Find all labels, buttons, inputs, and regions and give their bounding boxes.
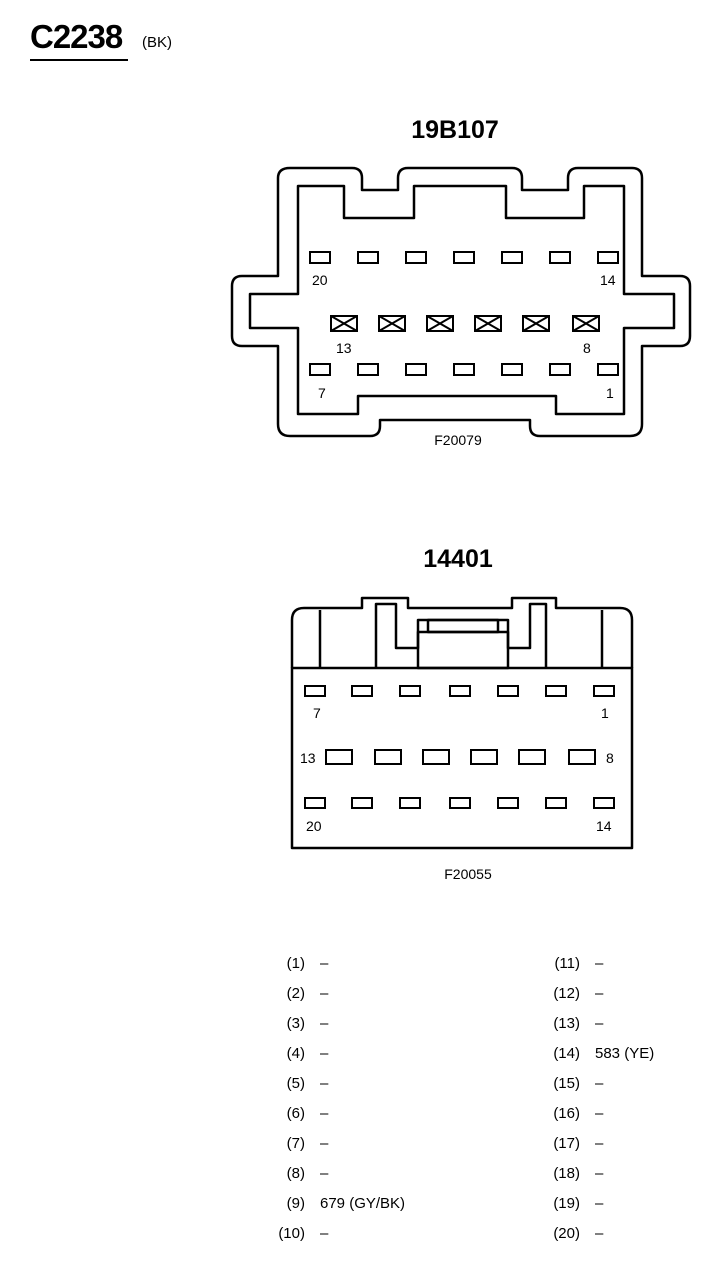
circuit-value: – (595, 1075, 604, 1092)
circuit-value: – (320, 1165, 329, 1182)
pin-number: (3) (286, 1015, 305, 1032)
pin-label: 8 (583, 340, 591, 356)
pinout-row: (3)– (260, 1015, 329, 1035)
pin-label: 13 (336, 340, 352, 356)
figure-id-top: F20079 (434, 432, 482, 448)
circuit-value: – (320, 1045, 329, 1062)
pinout-row: (17)– (535, 1135, 603, 1155)
latch-block (416, 630, 510, 670)
pin-label: 14 (600, 272, 616, 288)
connector-14401-body (290, 596, 634, 850)
circuit-value: – (595, 955, 604, 972)
pinout-row: (19)– (535, 1195, 603, 1215)
circuit-value: – (320, 1015, 329, 1032)
pin-number: (16) (553, 1105, 580, 1122)
pinout-row: (11)– (535, 955, 603, 975)
pins-middle-row-14401 (325, 749, 596, 765)
pinout-row: (12)– (535, 985, 603, 1005)
pins-top-row-14401 (304, 685, 615, 697)
pin-number: (12) (553, 985, 580, 1002)
pin-label: 1 (601, 705, 609, 721)
pin-label: 7 (318, 385, 326, 401)
pin-number: (10) (278, 1225, 305, 1242)
pins-middle-row-19B107 (330, 315, 600, 332)
circuit-value: – (595, 1195, 604, 1212)
circuit-value: – (595, 1015, 604, 1032)
pinout-row: (5)– (260, 1075, 329, 1095)
circuit-value: – (595, 1225, 604, 1242)
pinout-row: (18)– (535, 1165, 603, 1185)
pinout-row: (2)– (260, 985, 329, 1005)
pinout-row: (10)– (260, 1225, 328, 1245)
pin-number: (14) (553, 1045, 580, 1062)
pin-number: (20) (553, 1225, 580, 1242)
pin-number: (5) (286, 1075, 305, 1092)
pinout-row: (4)– (260, 1045, 329, 1065)
pin-number: (11) (554, 955, 580, 972)
connector-color: (BK) (142, 34, 172, 51)
pins-bottom-row-14401 (304, 797, 615, 809)
circuit-value: – (320, 1135, 329, 1152)
pin-number: (4) (286, 1045, 305, 1062)
circuit-value: – (320, 985, 329, 1002)
pins-top-row-19B107 (309, 251, 619, 264)
part-number-bottom: 14401 (423, 545, 493, 573)
circuit-value: – (320, 1075, 329, 1092)
pin-label: 20 (306, 818, 322, 834)
figure-id-bottom: F20055 (444, 866, 492, 882)
pin-label: 20 (312, 272, 328, 288)
pin-number: (9) (286, 1195, 305, 1212)
housing-top-outline (290, 596, 634, 668)
pin-label: 8 (606, 750, 614, 766)
circuit-value: – (595, 1105, 604, 1122)
connector-19B107-face (230, 166, 692, 438)
pins-bottom-row-19B107 (309, 363, 619, 376)
pinout-row: (16)– (535, 1105, 603, 1125)
pinout-row: (1)– (260, 955, 329, 975)
pinout-row: (14) 583 (YE) (535, 1045, 654, 1065)
pin-number: (13) (553, 1015, 580, 1032)
part-number-top: 19B107 (411, 116, 499, 144)
pin-label: 7 (313, 705, 321, 721)
circuit-value: – (320, 1105, 329, 1122)
pinout-row: (15)– (535, 1075, 603, 1095)
pinout-row: (6)– (260, 1105, 329, 1125)
circuit-value: – (595, 985, 604, 1002)
pin-number: (18) (553, 1165, 580, 1182)
pin-label: 13 (300, 750, 316, 766)
pin-number: (1) (286, 955, 305, 972)
circuit-value: – (595, 1135, 604, 1152)
pin-label: 14 (596, 818, 612, 834)
pinout-row: (13)– (535, 1015, 603, 1035)
pinout-row: (8)– (260, 1165, 329, 1185)
pinout-row: (9) 679 (GY/BK) (260, 1195, 405, 1215)
pinout-row: (7)– (260, 1135, 329, 1155)
circuit-value: – (595, 1165, 604, 1182)
pin-number: (7) (286, 1135, 305, 1152)
pin-number: (17) (553, 1135, 580, 1152)
title-underline (30, 59, 128, 61)
pin-label: 1 (606, 385, 614, 401)
circuit-value: – (320, 955, 329, 972)
latch-outline (374, 602, 548, 668)
circuit-value: – (320, 1225, 329, 1242)
pin-number: (15) (553, 1075, 580, 1092)
housing-outer (230, 166, 692, 438)
pin-number: (2) (286, 985, 305, 1002)
pin-number: (8) (286, 1165, 305, 1182)
pinout-row: (20)– (535, 1225, 603, 1245)
circuit-value: 679 (GY/BK) (320, 1195, 406, 1212)
circuit-value: 583 (YE) (595, 1045, 655, 1062)
pin-number: (19) (553, 1195, 580, 1212)
housing-inner (248, 184, 676, 416)
pin-number: (6) (286, 1105, 305, 1122)
connector-id: C2238 (30, 18, 123, 55)
